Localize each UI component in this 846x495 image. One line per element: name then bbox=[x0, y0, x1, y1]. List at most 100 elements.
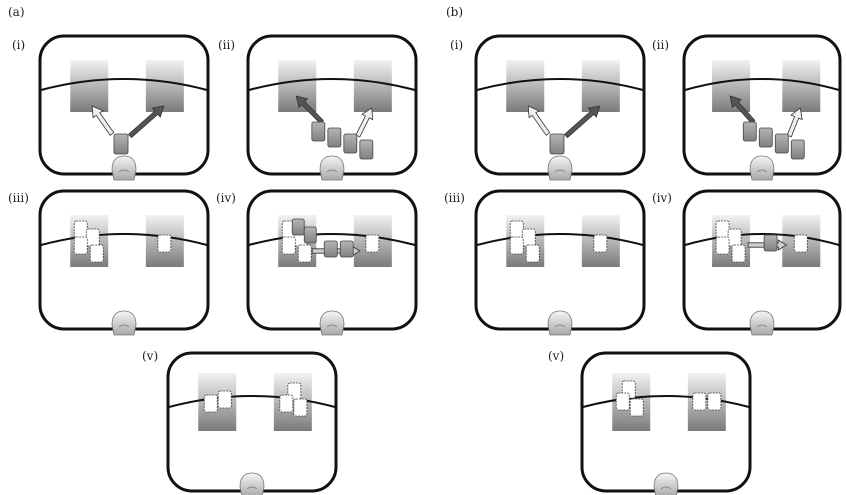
panel-b-v bbox=[580, 351, 752, 495]
card-grey bbox=[311, 121, 326, 142]
panel-label-b-v: (v) bbox=[548, 349, 564, 363]
card-grey bbox=[549, 133, 565, 155]
observer-head-shape bbox=[111, 155, 137, 181]
section-label-a: (a) bbox=[8, 5, 25, 19]
card-grey bbox=[323, 240, 338, 258]
card-white bbox=[279, 394, 294, 413]
left-box bbox=[70, 60, 109, 112]
panel-label-a-iv: (iv) bbox=[216, 191, 236, 205]
observer-head-shape bbox=[749, 310, 775, 336]
card-grey bbox=[790, 139, 805, 160]
observer-head-icon bbox=[319, 310, 345, 336]
card-white bbox=[217, 390, 232, 409]
card-white bbox=[509, 236, 524, 255]
panel-label-a-ii: (ii) bbox=[218, 38, 235, 52]
panel-b-i bbox=[474, 34, 646, 181]
observer-head-icon bbox=[547, 310, 573, 336]
panel-b-iv bbox=[682, 189, 842, 336]
arrow-to-right-box bbox=[355, 107, 374, 138]
arrow-to-right-box bbox=[563, 105, 601, 139]
arrow-to-left-box bbox=[295, 95, 324, 125]
horizon-line bbox=[476, 78, 644, 91]
panel-a-ii bbox=[246, 34, 418, 181]
observer-head-icon bbox=[749, 310, 775, 336]
right-box bbox=[353, 60, 392, 112]
panel-label-a-iii: (iii) bbox=[8, 191, 29, 205]
arrow-to-left-box bbox=[91, 105, 115, 136]
horizon-line bbox=[40, 78, 208, 91]
observer-head-icon bbox=[319, 155, 345, 181]
right-box bbox=[782, 60, 821, 112]
panel-a-i bbox=[38, 34, 210, 181]
card-grey bbox=[339, 240, 354, 258]
card-white bbox=[727, 228, 742, 247]
card-white bbox=[707, 392, 722, 411]
card-white bbox=[715, 220, 730, 239]
observer-head-mark bbox=[554, 324, 566, 328]
observer-head-shape bbox=[319, 310, 345, 336]
observer-head-shape bbox=[749, 155, 775, 181]
card-white bbox=[525, 244, 540, 263]
card-white bbox=[89, 244, 104, 263]
left-box bbox=[712, 60, 751, 112]
card-grey bbox=[774, 133, 789, 154]
panel-a-iv bbox=[246, 189, 418, 336]
card-white bbox=[629, 398, 644, 417]
right-box bbox=[581, 60, 620, 112]
observer-head-mark bbox=[756, 169, 768, 173]
card-grey bbox=[359, 139, 374, 160]
arrow-to-right-box bbox=[786, 107, 803, 138]
panel-label-a-v: (v) bbox=[142, 349, 158, 363]
card-white bbox=[615, 392, 630, 411]
card-grey bbox=[343, 133, 358, 154]
observer-head-mark bbox=[554, 169, 566, 173]
observer-head-icon bbox=[239, 472, 265, 495]
panel-b-ii bbox=[682, 34, 842, 181]
observer-head-icon bbox=[111, 310, 137, 336]
left-box bbox=[278, 60, 317, 112]
card-white bbox=[692, 392, 707, 411]
horizon-line bbox=[476, 233, 644, 246]
observer-head-mark bbox=[118, 324, 130, 328]
observer-head-mark bbox=[118, 169, 130, 173]
card-white bbox=[715, 236, 730, 255]
arrow-to-left-box bbox=[729, 95, 756, 125]
observer-head-icon bbox=[653, 472, 679, 495]
horizon-line bbox=[40, 233, 208, 246]
panel-b-iii bbox=[474, 189, 646, 336]
panel-label-b-iv: (iv) bbox=[652, 191, 672, 205]
card-white bbox=[509, 220, 524, 239]
observer-head-mark bbox=[326, 169, 338, 173]
card-grey bbox=[303, 226, 317, 244]
card-grey bbox=[742, 121, 757, 142]
observer-head-mark bbox=[246, 486, 258, 490]
card-grey bbox=[327, 127, 342, 148]
arrow-to-left-box bbox=[527, 105, 551, 136]
horizon-line bbox=[248, 78, 416, 91]
observer-head-shape bbox=[547, 310, 573, 336]
observer-head-mark bbox=[756, 324, 768, 328]
observer-head-shape bbox=[653, 472, 679, 495]
card-grey bbox=[291, 218, 305, 236]
observer-head-icon bbox=[111, 155, 137, 181]
observer-head-shape bbox=[239, 472, 265, 495]
horizon-line bbox=[684, 78, 840, 91]
panel-label-b-i: (i) bbox=[450, 38, 463, 52]
card-white bbox=[793, 234, 808, 253]
card-grey bbox=[113, 133, 129, 155]
observer-head-icon bbox=[547, 155, 573, 181]
card-white bbox=[73, 220, 88, 239]
section-label-b: (b) bbox=[446, 5, 463, 19]
arrow-to-right-box bbox=[127, 105, 165, 139]
observer-head-icon bbox=[749, 155, 775, 181]
card-grey bbox=[758, 127, 773, 148]
observer-head-shape bbox=[111, 310, 137, 336]
horizon-line bbox=[582, 395, 750, 408]
card-white bbox=[297, 244, 312, 263]
panel-a-v bbox=[166, 351, 338, 495]
card-grey bbox=[763, 234, 778, 252]
card-white bbox=[731, 244, 746, 263]
observer-head-mark bbox=[326, 324, 338, 328]
horizon-line bbox=[168, 395, 336, 408]
